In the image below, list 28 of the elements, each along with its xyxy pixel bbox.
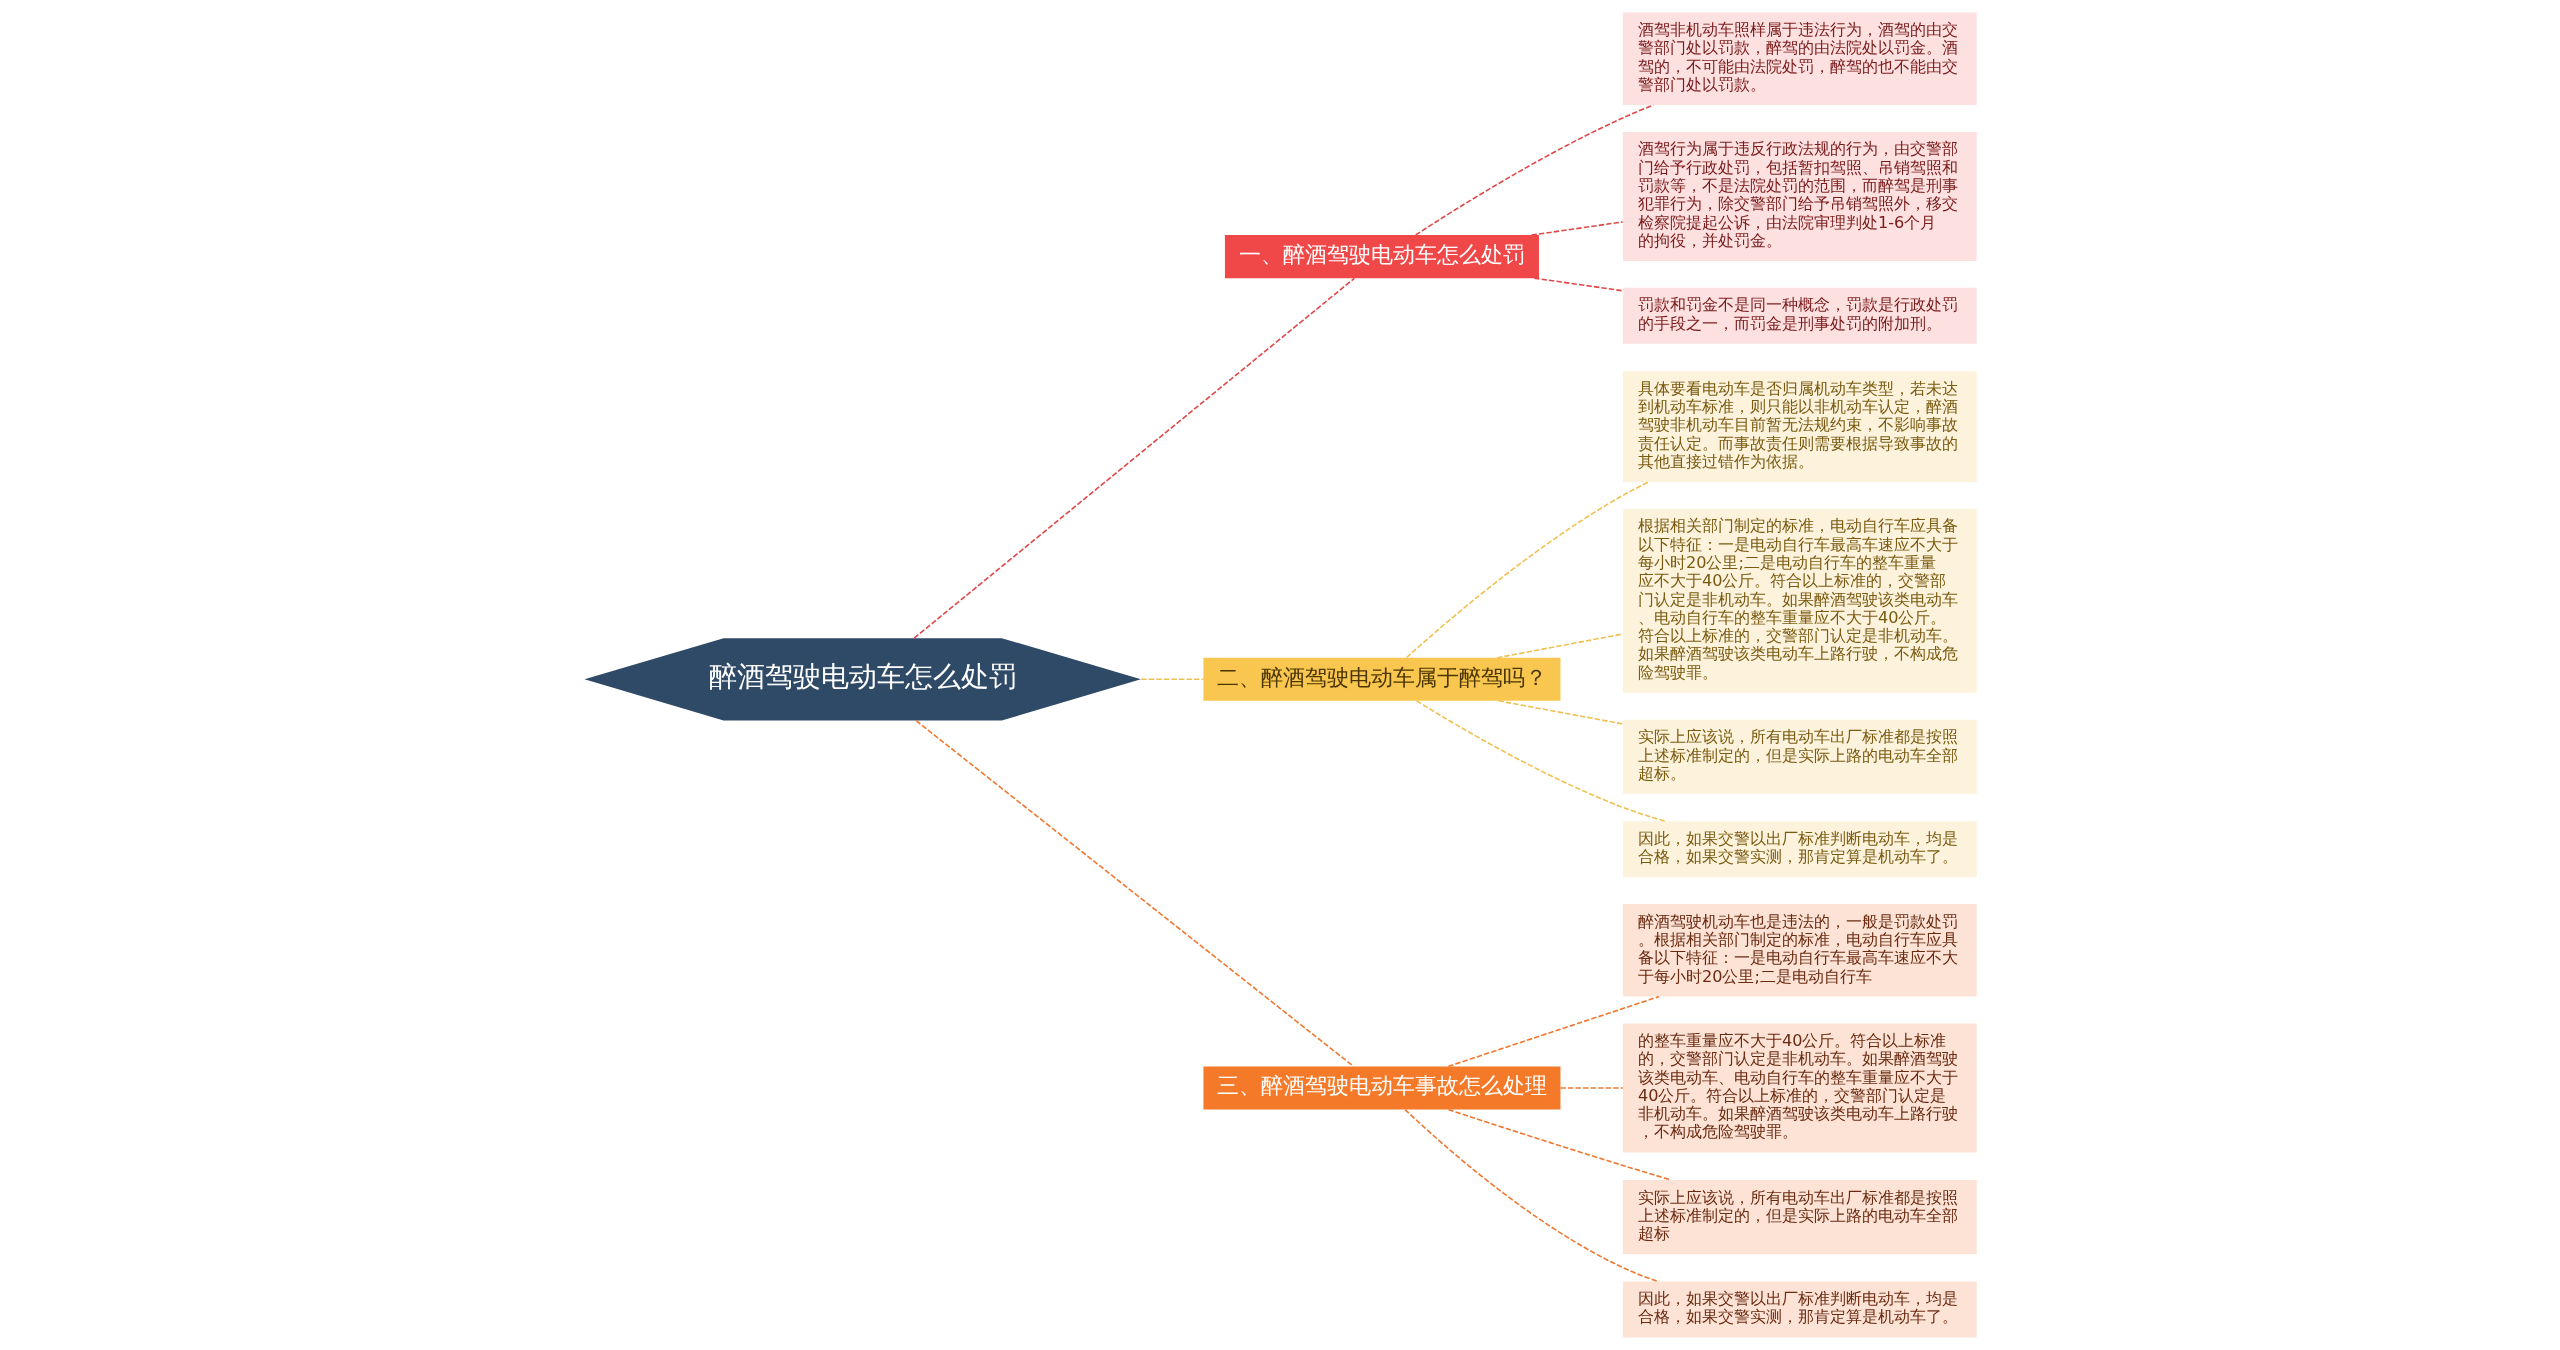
connector — [914, 719, 1354, 1068]
node-box: 因此，如果交警以出厂标准判断电动车，均是合格，如果交警实测，那肯定算是机动车了。 — [1622, 1281, 1977, 1338]
connector — [1530, 221, 1623, 236]
connector — [1415, 700, 1666, 822]
node-box: 三、醉酒驾驶电动车事故怎么处理 — [1202, 1066, 1560, 1110]
node-box: 二、醉酒驾驶电动车属于醉驾吗？ — [1202, 657, 1560, 701]
connector — [1495, 633, 1624, 659]
connector — [1139, 678, 1204, 681]
connector — [1497, 700, 1623, 725]
node-box: 醉酒驾驶机动车也是违法的，一般是罚款处罚。根据相关部门制定的标准，电动自行车应具备以下特征：一是电动自行车最高车速应不大于每小时20公里;二是电动自行车 — [1622, 904, 1977, 997]
node-box: 一、醉酒驾驶电动车怎么处罚 — [1224, 235, 1539, 279]
connector — [1403, 1108, 1659, 1283]
node-box: 的整车重量应不大于40公斤。符合以上标准的，交警部门认定是非机动车。如果醉酒驾驶该类电动车、电动自行车的整车重量应不大于40公斤。符合以上标准的，交警部门认定是非机动车。如果醉酒驾驶该类电动车上路行驶，不构成危险驾驶罪。 — [1622, 1023, 1977, 1153]
node-box: 酒驾行为属于违反行政法规的行为，由交警部门给予行政处罚，包括暂扣驾照、吊销驾照和罚款等，不是法院处罚的范围，而醉驾是刑事犯罪行为，除交警部门给予吊销驾照外，移交检察院提起公诉，由法院审理判处1-6个月的拘役，并处罚金。 — [1622, 131, 1977, 261]
connector — [912, 277, 1355, 639]
connector — [1559, 1087, 1624, 1089]
node-box: 根据相关部门制定的标准，电动自行车应具备以下特征：一是电动自行车最高车速应不大于每小时20公里;二是电动自行车的整车重量应不大于40公斤。符合以上标准的，交警部门认定是非机动车。如果醉酒驾驶该类电动车、电动自行车的整车重量应不大于40公斤。符合以上标准的，交警部门认定是非机动车。如果醉酒驾驶该类电动车上路行驶，不构成危险驾驶罪。 — [1622, 508, 1977, 693]
node-box: 罚款和罚金不是同一种概念，罚款是行政处罚的手段之一，而罚金是刑事处罚的附加刑。 — [1622, 287, 1977, 344]
connector — [1447, 1108, 1671, 1181]
connector — [1532, 277, 1623, 292]
node-box: 酒驾非机动车照样属于违法行为，酒驾的由交警部门处以罚款，醉驾的由法院处以罚金。酒驾的，不可能由法院处罚，醉驾的也不能由交警部门处以罚款。 — [1622, 12, 1977, 105]
node-box: 具体要看电动车是否归属机动车类型，若未达到机动车标准，则只能以非机动车认定，醉酒驾驶非机动车目前暂无法规约束，不影响事故责任认定。而事故责任则需要根据导致事故的其他直接过错作为依据。 — [1622, 371, 1977, 482]
connector — [1447, 995, 1660, 1068]
connector — [1405, 481, 1649, 659]
connector — [1414, 104, 1654, 236]
node-box: 因此，如果交警以出厂标准判断电动车，均是合格，如果交警实测，那肯定算是机动车了。 — [1622, 821, 1977, 878]
node-box: 实际上应该说，所有电动车出厂标准都是按照上述标准制定的，但是实际上路的电动车全部超标 — [1622, 1179, 1977, 1255]
node-box: 实际上应该说，所有电动车出厂标准都是按照上述标准制定的，但是实际上路的电动车全部超标。 — [1622, 719, 1977, 794]
